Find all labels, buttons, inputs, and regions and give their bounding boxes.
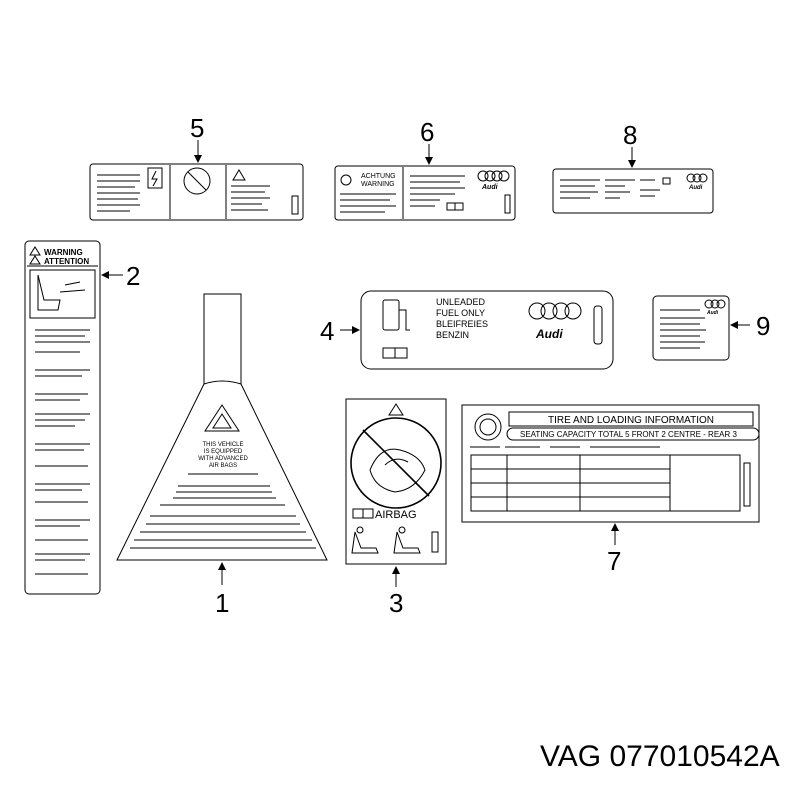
svg-text:WITH ADVANCED: WITH ADVANCED <box>198 456 248 462</box>
callout-6: 6 <box>420 117 434 147</box>
audi-rings-icon <box>477 170 510 182</box>
label-6: ACHTUNG WARNING Audi <box>334 165 516 221</box>
svg-text:SEATING CAPACITY TOTAL 5 FRONT: SEATING CAPACITY TOTAL 5 FRONT 2 CENTRE … <box>520 430 737 439</box>
callout-2: 2 <box>126 261 140 291</box>
label-9: Audi <box>652 295 730 361</box>
svg-text:WARNING: WARNING <box>44 248 83 257</box>
svg-text:AIRBAG: AIRBAG <box>375 509 417 521</box>
callout-8: 8 <box>623 120 637 150</box>
no-symbol-icon <box>340 174 352 186</box>
svg-text:IS EQUIPPED: IS EQUIPPED <box>204 449 243 455</box>
svg-text:Audi: Audi <box>688 185 703 191</box>
label-2: WARNING ATTENTION <box>24 240 101 595</box>
svg-text:BENZIN: BENZIN <box>436 330 469 340</box>
label-4: UNLEADED FUEL ONLY BLEIFREIES BENZIN Aud… <box>360 290 614 370</box>
svg-text:AIR BAGS: AIR BAGS <box>209 463 237 469</box>
callout-arrows <box>101 140 750 587</box>
callout-3: 3 <box>389 588 403 618</box>
audi-rings-icon <box>704 299 726 309</box>
part-number: VAG 077010542A <box>540 740 780 773</box>
callout-7: 7 <box>607 546 621 576</box>
label-7: TIRE AND LOADING INFORMATION SEATING CAP… <box>461 404 760 523</box>
tire-icon <box>474 413 502 441</box>
svg-text:FUEL ONLY: FUEL ONLY <box>436 308 485 318</box>
callout-1: 1 <box>215 588 229 618</box>
svg-text:UNLEADED: UNLEADED <box>436 297 486 307</box>
svg-text:BLEIFREIES: BLEIFREIES <box>436 319 488 329</box>
svg-text:WARNING: WARNING <box>361 181 395 188</box>
callout-9: 9 <box>756 311 770 341</box>
seat-illustration <box>29 269 96 319</box>
callout-4: 4 <box>320 316 334 346</box>
svg-text:THIS VEHICLE: THIS VEHICLE <box>202 442 243 448</box>
svg-text:Audi: Audi <box>706 310 719 316</box>
no-symbol-icon <box>183 167 211 195</box>
svg-text:Audi: Audi <box>535 327 563 341</box>
svg-text:ACHTUNG: ACHTUNG <box>361 173 396 180</box>
callout-5: 5 <box>190 113 204 143</box>
book-icon <box>352 508 374 519</box>
book-icon <box>382 347 408 359</box>
seat-icons <box>351 526 421 554</box>
tire-table <box>470 454 741 512</box>
label-5 <box>89 163 304 221</box>
audi-rings-icon <box>686 173 708 183</box>
svg-text:TIRE AND LOADING INFORMATION: TIRE AND LOADING INFORMATION <box>548 415 714 426</box>
fuel-pump-icon <box>382 299 410 331</box>
svg-text:Audi: Audi <box>481 184 499 191</box>
label-8: Audi <box>552 168 714 214</box>
audi-rings-icon <box>528 302 582 320</box>
no-child-seat-icon <box>350 417 442 509</box>
book-icon <box>446 202 464 211</box>
label-3: AIRBAG <box>345 398 447 565</box>
svg-text:ATTENTION: ATTENTION <box>44 257 89 266</box>
label-1: THIS VEHICLE IS EQUIPPED WITH ADVANCED A… <box>116 293 328 561</box>
